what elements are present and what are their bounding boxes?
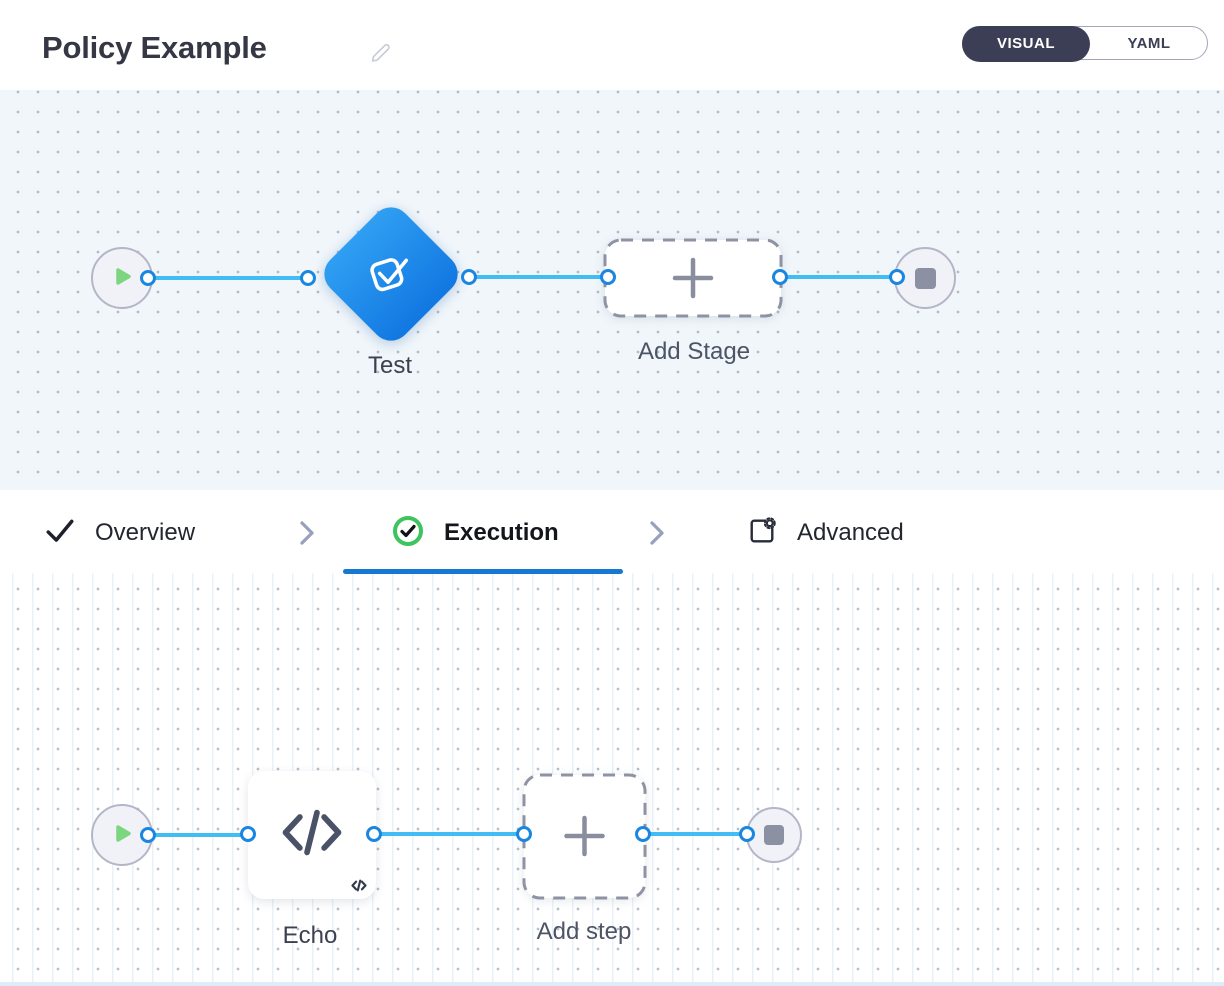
add-step-label: Add step [536,918,632,945]
step-node-echo[interactable] [248,771,376,899]
chevron-right-icon [299,519,315,547]
play-icon [109,820,135,851]
stage-node-label: Test [367,352,412,379]
add-stage-label: Add Stage [637,338,751,365]
stop-icon [914,267,936,289]
tab-advanced-label: Advanced [797,519,904,546]
add-step-button[interactable] [522,773,647,900]
view-mode-toggle: VISUAL YAML [962,25,1208,62]
tab-overview[interactable]: Overview [44,511,195,555]
toggle-yaml-label: YAML [1127,34,1171,52]
connector-port[interactable] [739,826,755,842]
tab-overview-label: Overview [95,519,196,546]
edge-line [148,833,248,837]
header: Policy Example VISUAL YAML [0,0,1224,90]
check-icon [44,515,76,552]
toggle-yaml-button[interactable]: YAML [1091,27,1207,59]
connector-port[interactable] [635,826,651,842]
check-square-icon [366,247,416,302]
plus-icon [672,257,714,299]
stage-node-test[interactable] [316,199,466,349]
toggle-visual-label: VISUAL [996,35,1055,52]
pencil-icon [368,44,392,66]
check-circle-icon [391,514,425,553]
edit-title-button[interactable] [368,38,394,64]
tab-advanced[interactable]: Advanced [746,511,904,555]
edge-line [643,832,747,836]
edge-line [469,275,608,279]
connector-port[interactable] [461,269,477,285]
tab-execution[interactable]: Execution [391,511,559,555]
connector-port[interactable] [889,269,905,285]
step-canvas: Echo Add step [0,573,1224,982]
code-icon [280,806,344,864]
tab-bar: Overview Execution Advanced [0,490,1224,574]
bottom-edge-strip [0,982,1224,986]
add-stage-button[interactable] [603,238,783,318]
chevron-right-icon [649,519,665,547]
plus-icon [564,815,605,857]
connector-port[interactable] [366,826,382,842]
step-node-label: Echo [282,922,338,949]
connector-port[interactable] [600,269,616,285]
connector-port[interactable] [300,270,316,286]
tab-execution-label: Execution [444,519,559,546]
connector-port[interactable] [516,826,532,842]
play-icon [109,263,135,294]
connector-port[interactable] [140,270,156,286]
edge-line [374,832,524,836]
edge-line [780,275,897,279]
stage-canvas: Test Add Stage [0,90,1224,490]
connector-port[interactable] [772,269,788,285]
active-tab-underline [343,569,623,574]
edge-line [148,276,308,280]
toggle-visual-button[interactable]: VISUAL [962,25,1090,62]
code-icon [351,879,367,892]
settings-square-icon [746,515,778,552]
connector-port[interactable] [140,827,156,843]
page-title: Policy Example [42,30,267,65]
pipeline-end-node [894,247,956,309]
stop-icon [764,825,784,845]
connector-port[interactable] [240,826,256,842]
